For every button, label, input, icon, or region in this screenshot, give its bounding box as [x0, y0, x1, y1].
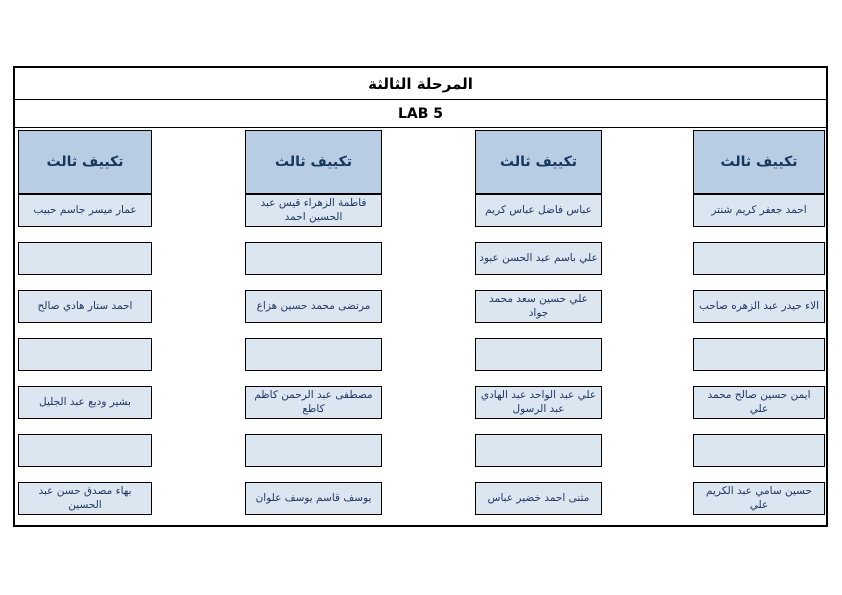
empty-cell [693, 338, 825, 371]
column-header: تكييف ثالث [693, 130, 825, 194]
student-name-cell: فاطمة الزهراء قيس عبد الحسين احمد [245, 194, 382, 227]
stage-title: المرحلة الثالثة [15, 68, 826, 100]
empty-cell [18, 434, 152, 467]
student-name-cell: ايمن حسين صالح محمد علي [693, 386, 825, 419]
student-name-cell: احمد جعفر كريم شنتر [693, 194, 825, 227]
empty-cell [693, 242, 825, 275]
column-header: تكييف ثالث [245, 130, 382, 194]
empty-cell [18, 338, 152, 371]
student-name-cell: يوسف قاسم يوسف علوان [245, 482, 382, 515]
student-name-cell: مثنى احمد خضير عباس [475, 482, 602, 515]
student-name-cell: حسين سامي عبد الكريم علي [693, 482, 825, 515]
empty-cell [693, 434, 825, 467]
empty-cell [245, 434, 382, 467]
column-header: تكييف ثالث [475, 130, 602, 194]
student-name-cell: مرتضى محمد حسين هزاع [245, 290, 382, 323]
student-name-cell: عباس فاضل عباس كريم [475, 194, 602, 227]
column-header: تكييف ثالث [18, 130, 152, 194]
student-name-cell: بهاء مصدق حسن عبد الحسين [18, 482, 152, 515]
lab-title: LAB 5 [15, 100, 826, 128]
student-name-cell: علي باسم عبد الحسن عبود [475, 242, 602, 275]
empty-cell [18, 242, 152, 275]
empty-cell [245, 338, 382, 371]
student-name-cell: الاء حيدر عبد الزهره صاحب [693, 290, 825, 323]
student-name-cell: بشير وديع عبد الجليل [18, 386, 152, 419]
student-name-cell: علي حسين سعد محمد جواد [475, 290, 602, 323]
student-name-cell: عمار ميسر جاسم حبيب [18, 194, 152, 227]
empty-cell [245, 242, 382, 275]
empty-cell [475, 434, 602, 467]
student-name-cell: علي عبد الواحد عبد الهادي عبد الرسول [475, 386, 602, 419]
student-name-cell: احمد ستار هادي صالح [18, 290, 152, 323]
empty-cell [475, 338, 602, 371]
student-name-cell: مصطفى عبد الرحمن كاظم كاطع [245, 386, 382, 419]
